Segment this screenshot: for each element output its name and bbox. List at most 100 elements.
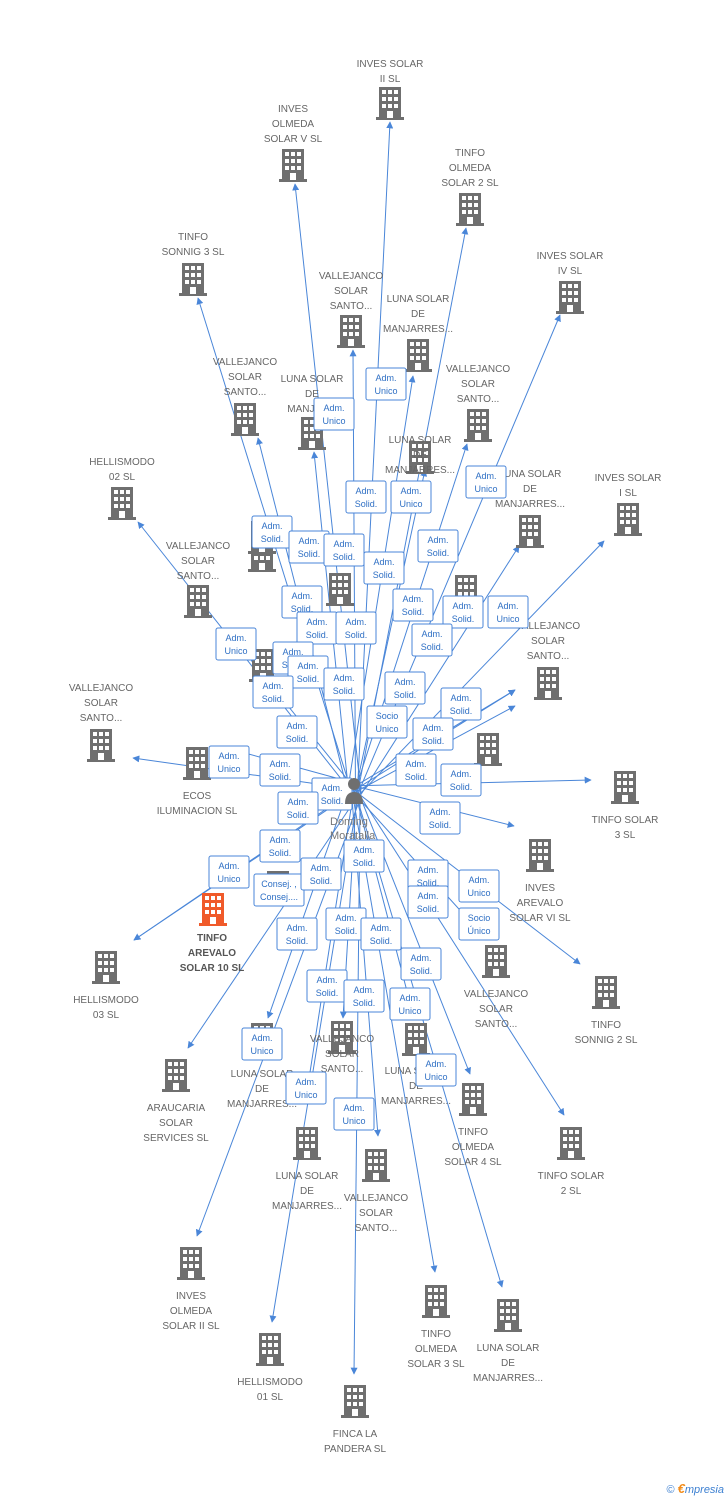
company-node[interactable] (326, 573, 354, 606)
company-label: VALLEJANCO (166, 541, 231, 552)
company-node[interactable]: VALLEJANCOSOLARSANTO... (464, 945, 529, 1030)
relation-badge[interactable]: Adm.Solid. (307, 970, 347, 1002)
company-node[interactable]: TINFO SOLAR2 SL (538, 1127, 605, 1197)
relation-text: Solid. (370, 936, 393, 946)
relation-badge[interactable]: Adm.Unico (314, 398, 354, 430)
relation-badge[interactable]: Adm.Solid. (346, 481, 386, 513)
relation-badge[interactable]: Adm.Unico (216, 628, 256, 660)
relation-badge[interactable]: Adm.Solid. (441, 688, 481, 720)
relation-badge[interactable]: Adm.Solid. (278, 792, 318, 824)
company-node[interactable]: FINCA LAPANDERA SL (324, 1385, 386, 1455)
relation-badge[interactable]: Adm.Solid. (361, 918, 401, 950)
relation-badge[interactable]: Adm.Unico (459, 870, 499, 902)
relation-text: Adm. (333, 673, 354, 683)
relation-badge[interactable]: Adm.Solid. (441, 764, 481, 796)
relation-badge[interactable]: Adm.Unico (209, 856, 249, 888)
company-node[interactable]: VALLEJANCOSOLARSANTO... (516, 621, 581, 700)
relation-text: Solid. (405, 772, 428, 782)
company-node[interactable]: VALLEJANCOSOLARSANTO... (69, 683, 134, 762)
building-icon (556, 281, 584, 314)
company-label: HELLISMODO (237, 1377, 303, 1388)
relation-text: Adm. (286, 721, 307, 731)
relation-badge[interactable]: Adm.Solid. (326, 908, 366, 940)
company-node[interactable]: INVESOLMEDASOLAR V SL (264, 104, 323, 182)
relation-badge[interactable]: Adm.Solid. (301, 858, 341, 890)
company-node[interactable]: VALLEJANCOSOLARSANTO... (213, 357, 278, 436)
relation-badge[interactable]: Adm.Unico (488, 596, 528, 628)
company-node[interactable]: VALLEJANCOSOLARSANTO... (319, 271, 384, 348)
relation-badge[interactable]: Adm.Unico (242, 1028, 282, 1060)
company-node[interactable]: VALLEJANCOSOLARSANTO... (166, 541, 231, 618)
company-node[interactable]: TINFOSONNIG 3 SL (162, 232, 225, 296)
company-node[interactable]: HELLISMODO01 SL (237, 1333, 303, 1403)
company-node[interactable]: TINFOOLMEDASOLAR 4 SL (444, 1083, 502, 1168)
company-node[interactable]: LUNA SOLARDEMANJARRES... (272, 1127, 342, 1212)
relation-badge[interactable]: Adm.Unico (334, 1098, 374, 1130)
relation-badge[interactable]: Adm.Unico (466, 466, 506, 498)
relation-badge[interactable]: Adm.Solid. (418, 530, 458, 562)
relation-badge[interactable]: Adm.Solid. (324, 534, 364, 566)
relation-badge[interactable]: Adm.Unico (390, 988, 430, 1020)
relation-badge[interactable]: Adm.Solid. (401, 948, 441, 980)
relation-badge[interactable]: Adm.Unico (209, 746, 249, 778)
building-icon (179, 263, 207, 296)
company-node[interactable]: LUNA SOLARDEMANJARRES... (385, 435, 455, 476)
relation-badge[interactable]: Consej. ,Consej.... (254, 874, 304, 906)
relation-badge[interactable]: Adm.Solid. (364, 552, 404, 584)
relation-badge[interactable]: Adm.Solid. (324, 668, 364, 700)
company-label: SONNIG 3 SL (162, 247, 225, 258)
relation-badge[interactable]: Adm.Solid. (413, 718, 453, 750)
relation-badge[interactable]: Adm.Solid. (443, 596, 483, 628)
relation-badge[interactable]: Adm.Solid. (336, 612, 376, 644)
company-node[interactable]: INVES SOLARII SL (357, 59, 424, 120)
relation-badge[interactable]: Adm.Solid. (297, 612, 337, 644)
building-icon (341, 1385, 369, 1418)
relation-badge[interactable]: Adm.Solid. (412, 624, 452, 656)
relation-badge[interactable]: Adm.Solid. (277, 918, 317, 950)
relation-badge[interactable]: Adm.Unico (366, 368, 406, 400)
brand-logo[interactable]: mpresia (685, 1484, 724, 1496)
company-node[interactable]: VALLEJANCOSOLARSANTO... (446, 364, 511, 442)
relation-badge[interactable]: Adm.Solid. (277, 716, 317, 748)
company-label: VALLEJANCO (69, 683, 134, 694)
relation-badge[interactable]: Adm.Solid. (289, 531, 329, 563)
company-node[interactable]: VALLEJANCOSOLARSANTO... (344, 1149, 409, 1234)
relation-text: Adm. (225, 633, 246, 643)
relation-badge[interactable]: Adm.Solid. (396, 754, 436, 786)
relation-text: Consej.... (260, 892, 298, 902)
company-node[interactable]: TINFOOLMEDASOLAR 3 SL (407, 1285, 465, 1370)
relation-badge[interactable]: Adm.Solid. (408, 886, 448, 918)
company-node[interactable]: LUNA SOLARDEMANJARRES... (383, 294, 453, 372)
relation-badge[interactable]: Adm.Solid. (344, 980, 384, 1012)
relation-badge[interactable]: Adm.Solid. (260, 830, 300, 862)
relation-badge[interactable]: Adm.Solid. (393, 589, 433, 621)
company-node[interactable]: HELLISMODO02 SL (89, 457, 155, 520)
relation-badge[interactable]: Adm.Unico (391, 481, 431, 513)
relation-badge[interactable]: Adm.Unico (416, 1054, 456, 1086)
company-node[interactable]: HELLISMODO03 SL (73, 951, 139, 1021)
company-label: OLMEDA (272, 119, 315, 130)
relation-badge[interactable]: Adm.Unico (286, 1072, 326, 1104)
company-node[interactable]: INVESOLMEDASOLAR II SL (162, 1247, 220, 1332)
relation-badge[interactable]: Adm.Solid. (253, 676, 293, 708)
relation-badge[interactable]: Adm.Solid. (252, 516, 292, 548)
company-node[interactable]: TINFOOLMEDASOLAR 2 SL (441, 148, 499, 226)
relation-badge[interactable]: Adm.Solid. (260, 754, 300, 786)
company-node[interactable]: LUNA SOLARDEMANJARRES... (473, 1299, 543, 1384)
company-node[interactable]: ARAUCARIASOLARSERVICES SL (143, 1059, 209, 1144)
focus-company-node[interactable]: TINFOAREVALOSOLAR 10 SL (180, 893, 244, 974)
relation-badge[interactable]: Adm.Solid. (288, 656, 328, 688)
company-node[interactable]: INVESAREVALOSOLAR VI SL (509, 839, 571, 924)
relation-badge[interactable]: Adm.Solid. (420, 802, 460, 834)
relation-badge[interactable]: Adm.Solid. (385, 672, 425, 704)
relation-text: Adm. (497, 601, 518, 611)
company-node[interactable]: INVES SOLARIV SL (537, 251, 604, 314)
company-node[interactable] (474, 733, 502, 766)
relation-badge[interactable]: SocioUnico (367, 706, 407, 738)
relation-badge[interactable]: SocioÚnico (459, 908, 499, 940)
company-node[interactable]: TINFO SOLAR3 SL (592, 771, 659, 841)
relation-text: Solid. (287, 810, 310, 820)
company-node[interactable]: TINFOSONNIG 2 SL (575, 976, 638, 1046)
company-node[interactable]: INVES SOLARI SL (595, 473, 662, 536)
relation-badge[interactable]: Adm.Solid. (344, 840, 384, 872)
